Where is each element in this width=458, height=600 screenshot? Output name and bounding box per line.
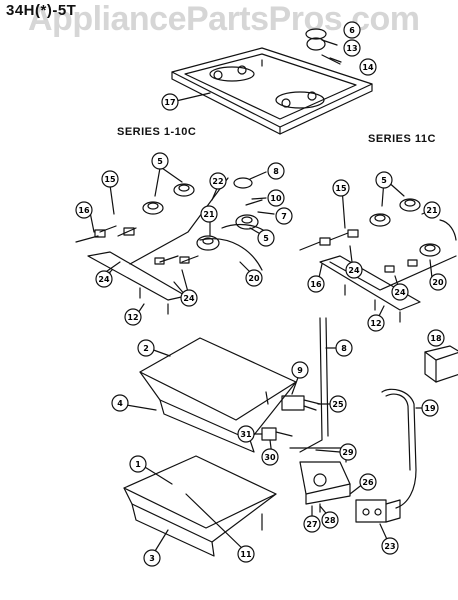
callout: 15 [101, 170, 119, 188]
svg-text:31: 31 [240, 430, 252, 439]
callout: 9 [291, 361, 309, 379]
callout: 30 [261, 448, 279, 466]
svg-text:9: 9 [297, 366, 303, 375]
callout: 20 [245, 269, 263, 287]
callout: 14 [359, 58, 377, 76]
bottom-panel-part [123, 455, 277, 557]
callout: 25 [329, 395, 347, 413]
callout: 1 [129, 455, 147, 473]
callout: 21 [200, 205, 218, 223]
callout: 28 [321, 511, 339, 529]
callout: 5 [151, 152, 169, 170]
svg-text:6: 6 [349, 26, 355, 35]
callout: 19 [421, 399, 439, 417]
left-burner-assembly [75, 177, 267, 315]
cooktop-part [171, 47, 373, 135]
svg-text:12: 12 [370, 319, 381, 328]
svg-text:20: 20 [432, 278, 444, 287]
callouts: 6 13 14 17 5 15 22 8 10 7 16 21 5 24 20 … [75, 21, 447, 567]
callout: 21 [423, 201, 441, 219]
gas-line-part [299, 317, 323, 453]
series-left-label: SERIES 1-10C [117, 126, 197, 138]
callout: 4 [111, 394, 129, 412]
model-title: 34H(*)-5T [6, 2, 77, 19]
svg-text:15: 15 [104, 175, 116, 184]
callout: 11 [237, 545, 255, 563]
callout: 5 [375, 171, 393, 189]
svg-text:18: 18 [430, 334, 442, 343]
callout: 16 [75, 201, 93, 219]
svg-text:27: 27 [306, 520, 317, 529]
callout: 24 [180, 289, 198, 307]
callout: 8 [335, 339, 353, 357]
svg-text:8: 8 [341, 344, 347, 353]
callout: 10 [267, 189, 285, 207]
svg-text:24: 24 [394, 288, 406, 297]
svg-text:19: 19 [424, 404, 436, 413]
callout: 23 [381, 537, 399, 555]
svg-text:7: 7 [281, 212, 287, 221]
supply-tube-part [381, 388, 417, 509]
svg-text:25: 25 [332, 400, 344, 409]
svg-text:22: 22 [212, 177, 223, 186]
svg-text:1: 1 [135, 460, 141, 469]
svg-text:21: 21 [426, 206, 438, 215]
callout: 8 [267, 162, 285, 180]
svg-text:29: 29 [342, 448, 354, 457]
callout: 31 [237, 425, 255, 443]
svg-text:21: 21 [203, 210, 215, 219]
svg-text:5: 5 [263, 234, 269, 243]
callout: 12 [124, 308, 142, 326]
knob-part [233, 177, 253, 189]
svg-text:5: 5 [381, 176, 387, 185]
callout: 16 [307, 275, 325, 293]
callout: 17 [161, 93, 179, 111]
regulator-assembly [261, 395, 401, 523]
callout: 20 [429, 273, 447, 291]
svg-text:4: 4 [117, 399, 123, 408]
grommet-part [305, 28, 327, 40]
svg-text:13: 13 [346, 44, 357, 53]
svg-text:28: 28 [324, 516, 336, 525]
burner-box-part [139, 337, 297, 453]
svg-text:26: 26 [362, 478, 374, 487]
callout: 6 [343, 21, 361, 39]
svg-text:2: 2 [143, 344, 149, 353]
svg-text:24: 24 [348, 266, 360, 275]
callout: 2 [137, 339, 155, 357]
callout: 24 [345, 261, 363, 279]
control-box-part [424, 345, 458, 383]
callout: 15 [332, 179, 350, 197]
svg-text:3: 3 [149, 554, 155, 563]
svg-text:24: 24 [183, 294, 195, 303]
svg-text:5: 5 [157, 157, 163, 166]
callout: 3 [143, 549, 161, 567]
svg-text:16: 16 [78, 206, 90, 215]
callout: 12 [367, 314, 385, 332]
callout: 26 [359, 473, 377, 491]
callout: 5 [257, 229, 275, 247]
callout: 24 [95, 270, 113, 288]
svg-text:30: 30 [264, 453, 276, 462]
callout: 29 [339, 443, 357, 461]
svg-text:11: 11 [240, 550, 252, 559]
svg-text:15: 15 [335, 184, 347, 193]
svg-text:20: 20 [248, 274, 260, 283]
callout: 18 [427, 329, 445, 347]
callout: 13 [343, 39, 361, 57]
series-right-label: SERIES 11C [368, 133, 436, 145]
svg-text:17: 17 [164, 98, 175, 107]
svg-text:23: 23 [384, 542, 395, 551]
callout: 22 [209, 172, 227, 190]
svg-text:14: 14 [362, 63, 374, 72]
svg-text:16: 16 [310, 280, 322, 289]
callout: 7 [275, 207, 293, 225]
svg-text:10: 10 [270, 194, 282, 203]
svg-text:24: 24 [98, 275, 110, 284]
callout: 27 [303, 515, 321, 533]
callout: 24 [391, 283, 409, 301]
svg-text:12: 12 [127, 313, 138, 322]
svg-text:8: 8 [273, 167, 279, 176]
